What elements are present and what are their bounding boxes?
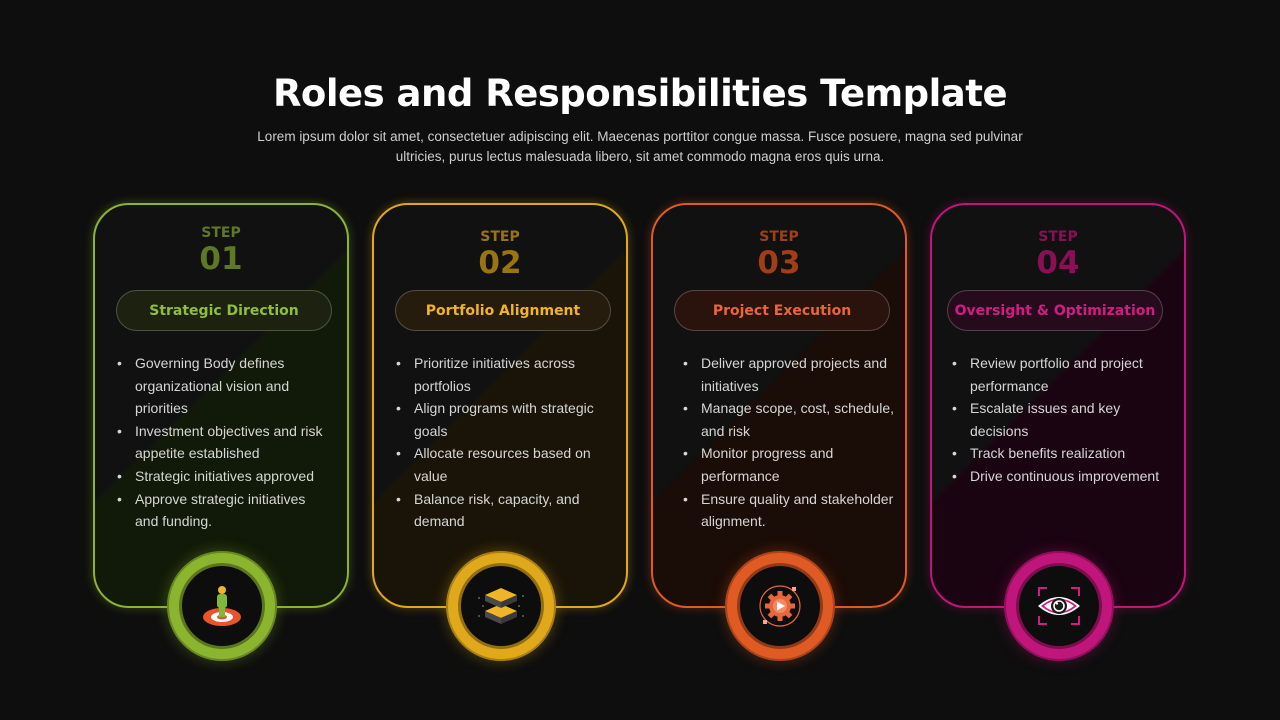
list-item: Monitor progress and performance: [683, 442, 897, 487]
step-card-4: STEP 04 Oversight & Optimization Review …: [930, 203, 1186, 608]
step-number: 01: [199, 241, 243, 277]
list-item: Escalate issues and key decisions: [952, 397, 1177, 442]
list-item: Track benefits realization: [952, 442, 1177, 465]
responsibility-list: Prioritize initiatives across portfolios…: [396, 352, 610, 533]
list-item: Align programs with strategic goals: [396, 397, 610, 442]
step-label: STEP: [480, 229, 520, 245]
step-heading: Strategic Direction: [116, 290, 332, 331]
step-card-2: STEP 02 Portfolio Alignment Prioritize i…: [372, 203, 628, 608]
step-number: 03: [757, 245, 801, 281]
gear-play-icon: [759, 585, 801, 627]
list-item: Strategic initiatives approved: [117, 465, 331, 488]
list-item: Deliver approved projects and initiative…: [683, 352, 897, 397]
list-item: Balance risk, capacity, and demand: [396, 488, 610, 533]
list-item: Governing Body defines organizational vi…: [117, 352, 331, 420]
step-heading: Portfolio Alignment: [395, 290, 611, 331]
step-1-badge: [167, 551, 277, 661]
page-subtitle: Lorem ipsum dolor sit amet, consectetuer…: [257, 129, 1023, 164]
list-item: Prioritize initiatives across portfolios: [396, 352, 610, 397]
eye-scan-icon: [1038, 587, 1080, 625]
responsibility-list: Deliver approved projects and initiative…: [683, 352, 897, 533]
person-on-target-icon: [203, 586, 241, 626]
list-item: Allocate resources based on value: [396, 442, 610, 487]
page-title: Roles and Responsibilities Template: [272, 72, 1008, 115]
responsibility-list: Review portfolio and project performance…: [952, 352, 1177, 488]
step-number: 02: [478, 245, 522, 281]
list-item: Drive continuous improvement: [952, 465, 1177, 488]
step-card-3: STEP 03 Project Execution Deliver approv…: [651, 203, 907, 608]
step-label: STEP: [759, 229, 799, 245]
list-item: Review portfolio and project performance: [952, 352, 1177, 397]
responsibility-list: Governing Body defines organizational vi…: [117, 352, 331, 533]
stacked-layers-icon: [478, 588, 524, 624]
list-item: Manage scope, cost, schedule, and risk: [683, 397, 897, 442]
step-label: STEP: [201, 225, 241, 241]
list-item: Investment objectives and risk appetite …: [117, 420, 331, 465]
step-heading: Oversight & Optimization: [947, 290, 1163, 331]
step-3-badge: [725, 551, 835, 661]
step-label: STEP: [1038, 229, 1078, 245]
list-item: Approve strategic initiatives and fundin…: [117, 488, 331, 533]
step-card-1: STEP 01 Strategic Direction Governing Bo…: [93, 203, 349, 608]
step-2-badge: [446, 551, 556, 661]
list-item: Ensure quality and stakeholder alignment…: [683, 488, 897, 533]
step-number: 04: [1036, 245, 1080, 281]
step-4-badge: [1004, 551, 1114, 661]
step-heading: Project Execution: [674, 290, 890, 331]
